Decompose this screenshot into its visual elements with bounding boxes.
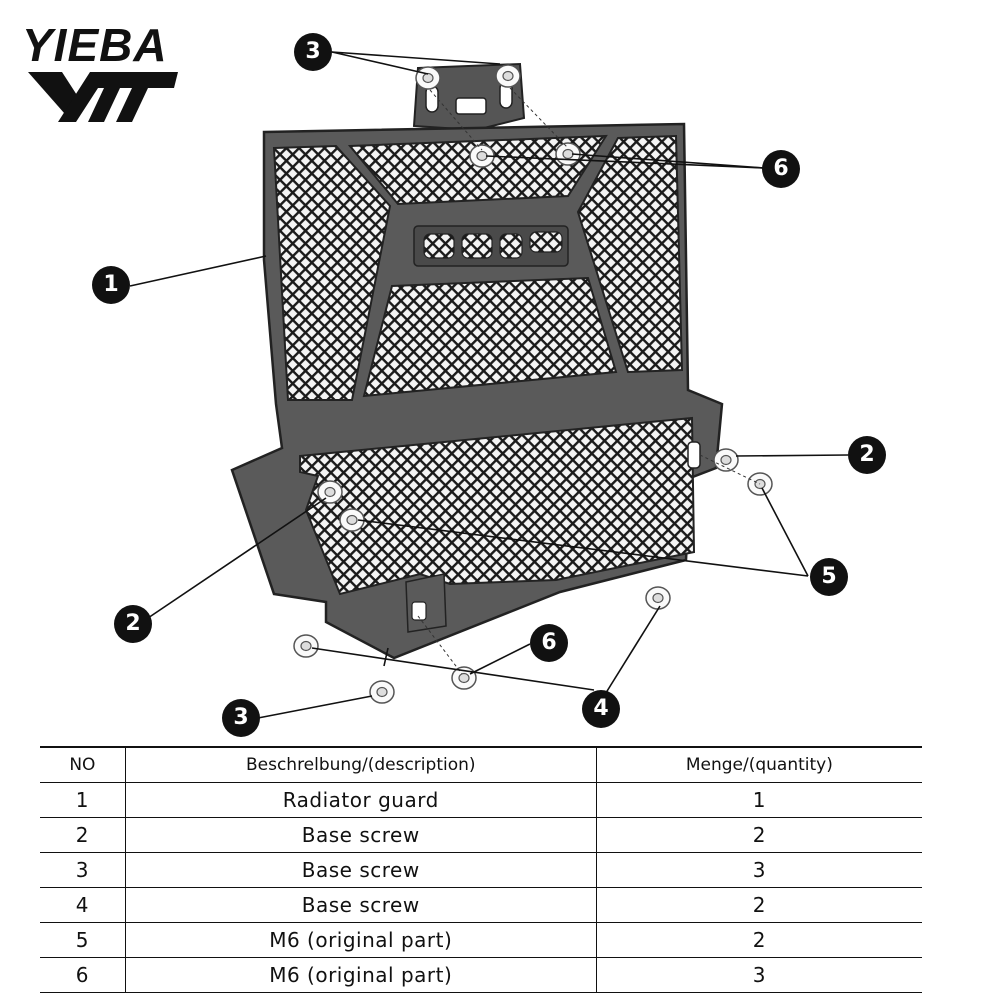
column-header-quantity: Menge/(quantity) (596, 746, 922, 783)
row-description: M6 (original part) (125, 957, 597, 993)
radiator-guard (230, 122, 724, 660)
washer-icon (645, 586, 671, 610)
row-no: 6 (40, 957, 126, 993)
row-description: Base screw (125, 817, 597, 853)
callout-4: 4 (582, 690, 620, 728)
row-description: Base screw (125, 852, 597, 888)
washer-icon (317, 480, 343, 504)
table-row: 2 Base screw 2 (40, 817, 922, 853)
parts-table: NO Beschrelbung/(description) Menge/(qua… (40, 746, 922, 993)
washer-icon (495, 64, 521, 88)
callout-3-top: 3 (294, 33, 332, 71)
washer-icon (415, 66, 441, 90)
row-quantity: 1 (596, 782, 922, 818)
row-quantity: 3 (596, 852, 922, 888)
brand-logo: YIEBA (22, 20, 182, 130)
row-quantity: 3 (596, 957, 922, 993)
row-description: M6 (original part) (125, 922, 597, 958)
table-row: 4 Base screw 2 (40, 887, 922, 923)
washer-icon (293, 634, 319, 658)
row-quantity: 2 (596, 817, 922, 853)
leader-lines (129, 51, 849, 719)
row-description: Radiator guard (125, 782, 597, 818)
callout-3-bottom: 3 (222, 699, 260, 737)
row-quantity: 2 (596, 887, 922, 923)
washer-icon (369, 680, 395, 704)
row-quantity: 2 (596, 922, 922, 958)
row-no: 2 (40, 817, 126, 853)
row-no: 5 (40, 922, 126, 958)
column-header-no: NO (40, 746, 126, 783)
callout-6-bottom: 6 (530, 624, 568, 662)
brand-name: YIEBA (22, 19, 168, 71)
callout-1: 1 (92, 266, 130, 304)
table-row: 6 M6 (original part) 3 (40, 957, 922, 993)
washer-icon (713, 448, 739, 472)
column-header-description: Beschrelbung/(description) (125, 746, 597, 783)
brand-mark-icon (28, 72, 178, 122)
hardware (293, 64, 773, 704)
callout-6-top: 6 (762, 150, 800, 188)
row-no: 1 (40, 782, 126, 818)
callout-5: 5 (810, 558, 848, 596)
row-description: Base screw (125, 887, 597, 923)
table-row: 1 Radiator guard 1 (40, 782, 922, 818)
callout-2-right: 2 (848, 436, 886, 474)
row-no: 4 (40, 887, 126, 923)
exploded-diagram (129, 51, 849, 719)
model-cutout (413, 225, 569, 267)
table-row: 5 M6 (original part) 2 (40, 922, 922, 958)
row-no: 3 (40, 852, 126, 888)
table-header-row: NO Beschrelbung/(description) Menge/(qua… (40, 746, 922, 783)
table-row: 3 Base screw 3 (40, 852, 922, 888)
callout-2-left: 2 (114, 605, 152, 643)
